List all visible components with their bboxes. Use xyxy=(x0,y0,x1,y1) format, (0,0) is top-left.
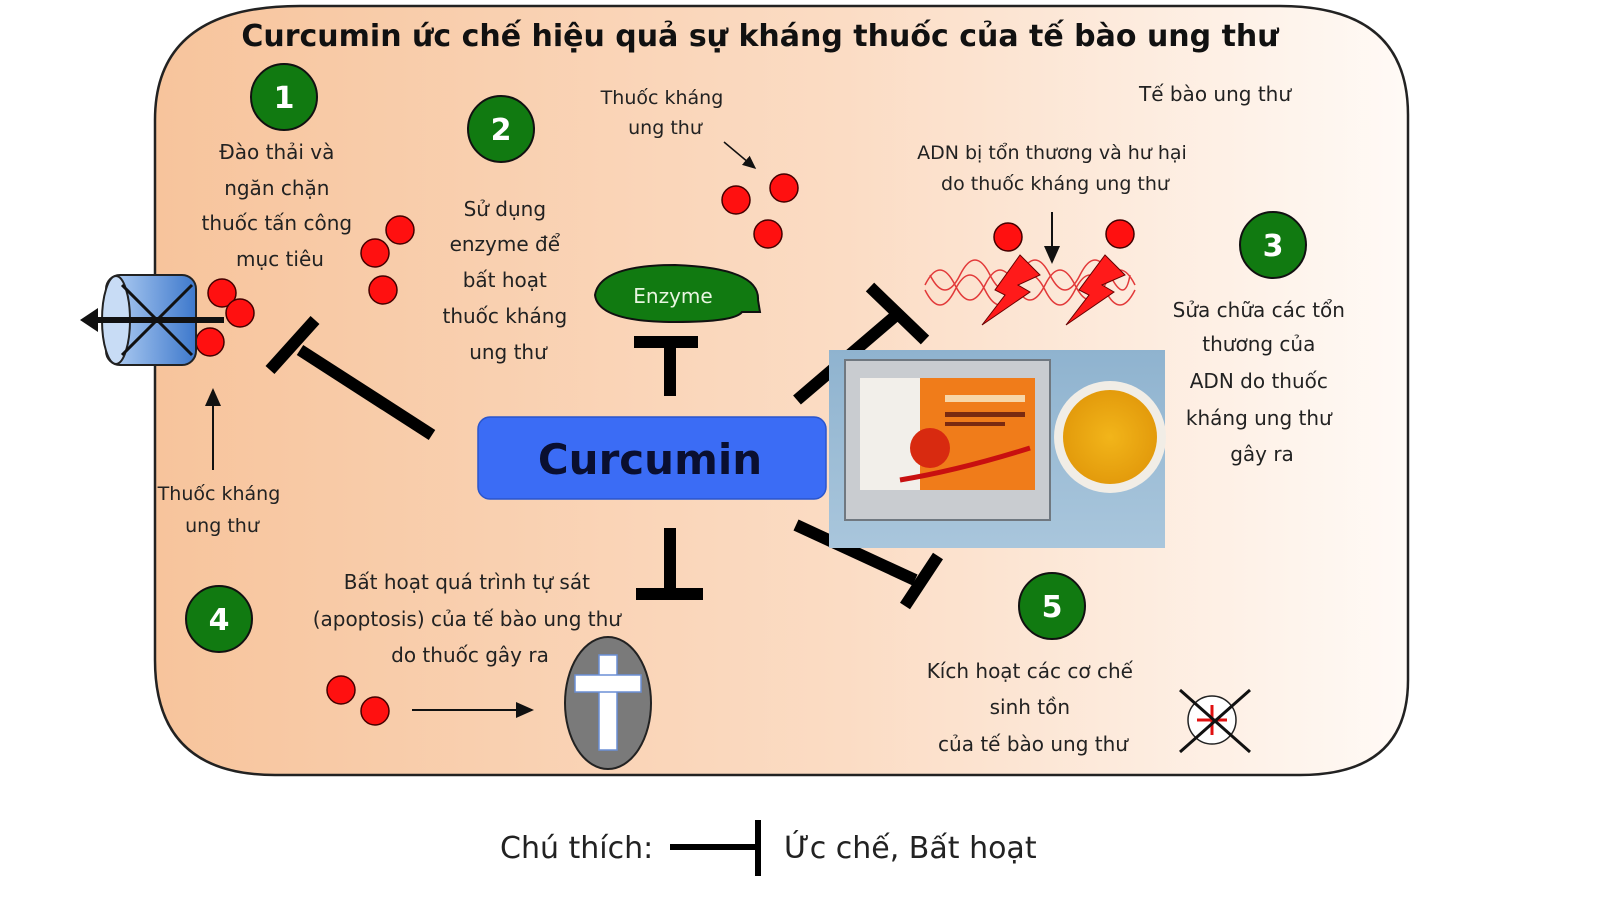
step-5: 5 Kích hoạt các cơ chế sinh tồn của tế b… xyxy=(927,572,1251,756)
step-3-text: Sửa chữa các tổn thương của ADN do thuốc… xyxy=(1173,298,1352,466)
curcumin-label: Curcumin xyxy=(538,435,762,484)
crossed-survival-icon xyxy=(1179,688,1251,754)
drug-molecules-step1 xyxy=(195,215,415,357)
legend: Chú thích: Ức chế, Bất hoạt xyxy=(500,820,1037,876)
step-5-text: Kích hoạt các cơ chế sinh tồn của tế bào… xyxy=(927,659,1140,756)
step-5-badge xyxy=(1018,572,1086,640)
step-2-text: Sử dụng enzyme để bất hoạt thuốc kháng u… xyxy=(442,197,573,364)
cell-label: Tế bào ung thư xyxy=(1138,82,1292,106)
diagram-title: Curcumin ức chế hiệu quả sự kháng thuốc … xyxy=(241,19,1279,54)
step-1-text: Đào thải và ngăn chặn thuốc tấn công mục… xyxy=(202,140,359,271)
drug-molecules-step4 xyxy=(326,675,390,726)
enzyme-label: Enzyme xyxy=(633,284,712,308)
drug-label-left: Thuốc kháng ung thư xyxy=(157,483,287,537)
lightning-icon xyxy=(981,254,1126,326)
step-3-number: 3 xyxy=(1263,229,1284,264)
curcumin-product-photo xyxy=(829,350,1166,548)
efflux-pump-icon xyxy=(80,274,224,366)
drug-label-top: Thuốc kháng ung thư xyxy=(600,87,730,139)
legend-meaning: Ức chế, Bất hoạt xyxy=(784,829,1037,866)
inhibit-bar-step5 xyxy=(899,552,944,610)
step-5-number: 5 xyxy=(1042,590,1063,625)
step-1-number: 1 xyxy=(274,81,295,116)
step-2-number: 2 xyxy=(491,113,512,148)
cell-death-cross-icon xyxy=(564,636,652,770)
step-2: 2 Sử dụng enzyme để bất hoạt thuốc kháng… xyxy=(442,87,799,364)
drug-molecules-step3 xyxy=(993,219,1135,252)
step-1: 1 Đào thải và ngăn chặn thuốc tấn công m… xyxy=(80,63,415,537)
step-3-badge xyxy=(1239,211,1307,279)
step-1-badge xyxy=(250,63,318,131)
step-4-number: 4 xyxy=(209,603,230,638)
inhibit-bar-step3 xyxy=(865,282,930,345)
inhibit-bar-step1 xyxy=(265,315,320,375)
drug-molecules-step2 xyxy=(721,173,799,249)
step-4-text: Bất hoạt quá trình tự sát (apoptosis) củ… xyxy=(313,570,628,667)
arrow-to-drug xyxy=(723,141,757,169)
step-3: ADN bị tổn thương và hư hại do thuốc khá… xyxy=(917,142,1352,466)
inhibit-line-step5 xyxy=(793,519,918,586)
step-4-badge xyxy=(185,585,253,653)
curcumin-box: Curcumin xyxy=(477,416,827,500)
inhibit-line-step1 xyxy=(296,344,436,441)
enzyme-icon: Enzyme xyxy=(593,263,762,324)
step-2-badge xyxy=(467,95,535,163)
step-4: 4 Bất hoạt quá trình tự sát (apoptosis) … xyxy=(185,570,652,770)
dna-damage-text: ADN bị tổn thương và hư hại do thuốc khá… xyxy=(917,142,1193,195)
legend-prefix: Chú thích: xyxy=(500,831,653,866)
cancer-cell xyxy=(153,4,1410,777)
